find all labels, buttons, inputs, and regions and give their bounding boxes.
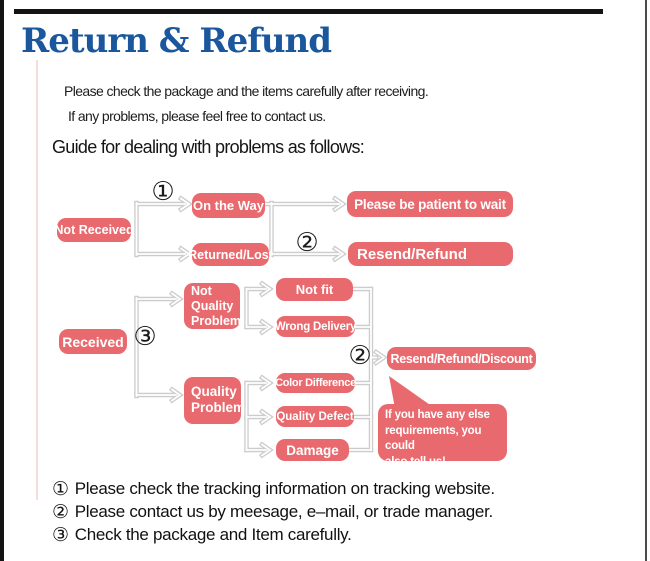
footnote-2-marker: ②: [52, 501, 69, 523]
marker-2-circled-discount: ②: [348, 341, 372, 371]
node-wrong-delivery: Wrong Delivery: [275, 316, 356, 337]
footnote-1-text: Please check the tracking information on…: [74, 479, 495, 498]
footnote-1: ① Please check the tracking information o…: [52, 478, 495, 501]
marker-2-circled: ②: [295, 228, 319, 258]
footnotes: ① Please check the tracking information o…: [52, 478, 495, 547]
node-quality-defect: Quality Defect: [276, 406, 354, 427]
node-received: Received: [59, 329, 127, 354]
node-not-received: Not Received: [54, 218, 134, 242]
node-resend-refund: Resend/Refund: [348, 242, 513, 266]
intro-line-1: Please check the package and the items c…: [64, 83, 429, 99]
footnote-3: ③ Check the package and Item carefully.: [52, 524, 495, 547]
node-not-quality-problem: Not Quality Problem: [184, 283, 241, 329]
note-bubble: If you have any else requirements, you c…: [378, 404, 507, 468]
node-not-fit: Not fit: [276, 278, 353, 301]
footnote-2: ② Please contact us by meesage, e–mail, o…: [52, 501, 495, 524]
node-returned-lost: Returned/Lost: [188, 243, 273, 266]
node-damage: Damage: [276, 439, 349, 461]
node-quality-problem: Quality Problem: [184, 377, 245, 424]
guide-heading: Guide for dealing with problems as follo…: [52, 137, 365, 157]
footnote-2-text: Please contact us by meesage, e–mail, or…: [74, 502, 494, 521]
marker-1-circled: ①: [151, 177, 175, 207]
intro-line-2: If any problems, please feel free to con…: [68, 108, 326, 124]
footnote-1-marker: ①: [52, 478, 69, 500]
decorative-stripe: [36, 60, 38, 500]
page-border-left: [0, 0, 4, 561]
footnote-3-text: Check the package and Item carefully.: [74, 525, 352, 544]
node-color-difference: Color Difference: [275, 373, 356, 393]
page-border-right: [645, 0, 647, 561]
node-resend-refund-discount: Resend/Refund/Discount: [387, 347, 536, 370]
page-title: Return & Refund: [21, 21, 332, 61]
node-please-be-patient: Please be patient to wait: [347, 191, 513, 217]
marker-3-circled: ③: [133, 322, 157, 352]
footnote-3-marker: ③: [52, 524, 69, 546]
title-top-rule: [14, 9, 603, 14]
node-on-the-way: On the Way: [192, 193, 265, 218]
